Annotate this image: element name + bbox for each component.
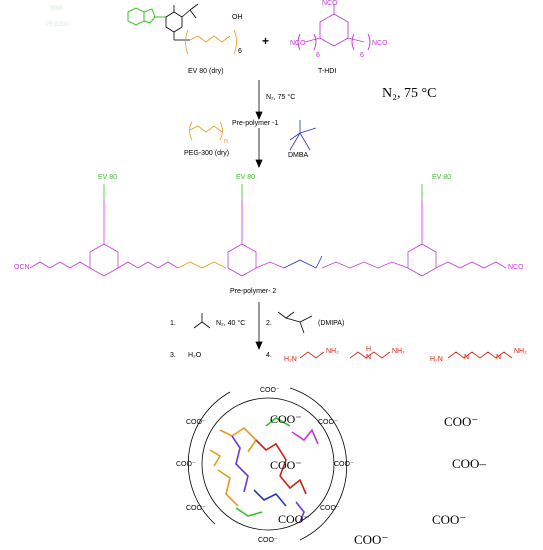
prepolymer2-backbone [29,184,507,277]
coo-large-2: COO⁻ [270,458,302,472]
reaction-arrows [255,80,263,351]
thdi-sub-right: 6 [360,52,364,59]
coo-right-1: COO⁻ [318,419,338,426]
step3-item1-cond: N₂, 40 °C [216,320,246,327]
peg-sub: n [224,138,228,145]
dmba-label: DMBA [288,152,309,159]
particle-outer-arc [289,387,348,541]
step3-item1-num: 1. [170,320,176,327]
coo-large-1: COO⁻ [270,412,302,426]
ev80-chain [165,3,199,41]
amine-1-nh2: NH₂ [326,348,339,355]
ev80-label: EV 80 (dry) [188,68,224,75]
coo-right-2: COO⁻ [334,461,354,468]
ev80-tag-3: EV 80 [432,174,452,181]
end-group-ocn: OCN [14,264,30,271]
coo-right-3: COO⁻ [320,505,340,512]
plus-sign: + [262,34,270,48]
amine-2-nh2: NH₂ [392,348,405,355]
coo-large-6: COO⁻ [354,532,389,547]
ev80-subscript: 6 [238,48,242,55]
polymer-chains [209,417,319,523]
particle [187,387,348,541]
coo-bottom: COO⁻ [258,537,278,544]
coo-left-1: COO⁻ [186,419,206,426]
amine-1-h2n: H₂N [284,356,297,363]
peg300-label: PEG-300 (dry) [184,150,230,157]
step3-item4-num: 4. [266,352,272,359]
particle-outer-arc-left [187,391,231,525]
thdi-nco-left: NCO [290,40,306,47]
thdi-nco-top: NCO [322,0,338,7]
prepolymer2-label: Pre-polymer- 2 [230,288,277,295]
step3-item2-label: (DMIPA) [318,320,345,327]
ev80-tag-1: EV 80 [98,174,118,181]
coo-left-2: COO⁻ [176,461,196,468]
coo-dash: COO– [452,456,486,471]
amine-2-n: N [366,354,372,361]
dmipa-structure [277,311,313,334]
ev80-peg-tail [185,29,237,55]
thdi-sub-left: 6 [316,52,320,59]
peg300-structure [189,121,223,141]
acetone-structure [193,313,211,329]
end-group-nco: NCO [508,264,524,271]
amine-2-h: H [366,346,372,353]
coo-large-4: COO⁻ [444,414,479,429]
step3-item3-label: H₂O [188,352,202,359]
amine-3-h2n: H₂N [430,356,443,363]
watermark-line-2: PEG300 [46,22,69,28]
coo-left-3: COO⁻ [186,505,206,512]
amine-3-n1: N [464,354,470,361]
amine-3-n2: N [496,354,502,361]
thdi-structure [297,4,371,51]
step3-item3-num: 3. [170,352,176,359]
amine-chains [299,351,513,359]
ev80-tag-2: EV 80 [236,174,256,181]
step1-condition-large: N₂, 75 °C [382,86,437,101]
coo-large-3: COO⁻ [278,512,310,526]
coo-top: COO⁻ [260,387,280,394]
coo-large-5: COO⁻ [432,512,467,527]
step1-condition: N₂, 75 °C [266,94,296,101]
ev80-oh-label: OH [232,14,243,21]
watermark-line-1: 3000 [50,6,64,12]
step3-item2-num: 2. [266,320,272,327]
amine-3-nh2: NH₂ [514,348,527,355]
thdi-nco-right: NCO [372,40,388,47]
dmba-structure [289,120,317,151]
thdi-label: T-HDI [318,68,337,75]
particle-shell [201,397,335,531]
prepolymer1-label: Pre-polymer -1 [232,120,279,127]
ev80-structure [127,7,166,26]
